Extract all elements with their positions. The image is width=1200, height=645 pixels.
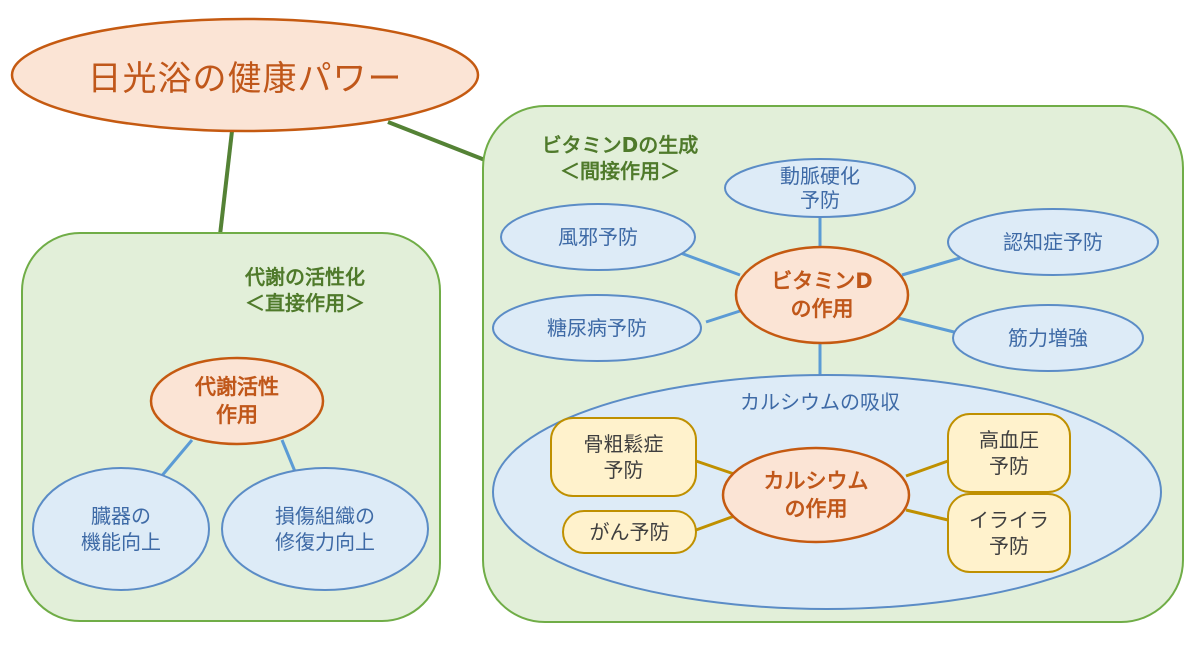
osteoporosis-box [550, 417, 697, 497]
connector-metabolic-repair [280, 439, 298, 475]
connector-title-left [218, 130, 234, 236]
connector-vitd-muscle [897, 316, 959, 335]
tissue-repair-ellipse [221, 467, 429, 591]
cancer-box [562, 510, 697, 554]
cold-prevention-ellipse [500, 203, 696, 271]
title-ellipse [10, 17, 480, 133]
irritation-box [947, 493, 1071, 573]
arteriosclerosis-ellipse [724, 158, 916, 218]
connector-metabolic-organ [158, 439, 194, 479]
connector-vitd-cold [677, 250, 741, 277]
connector-title-right [387, 120, 491, 164]
hypertension-box [947, 413, 1071, 493]
vitd-hub-ellipse [734, 245, 910, 345]
organ-function-ellipse [32, 467, 210, 591]
muscle-strength-ellipse [952, 304, 1144, 372]
diabetes-prevention-ellipse [492, 294, 702, 362]
connector-calcium-hypertension [905, 459, 949, 478]
dementia-prevention-ellipse [947, 208, 1159, 276]
metabolic-hub-ellipse [149, 356, 325, 446]
connector-vitd-diabetes [705, 309, 741, 324]
connector-vitd-dementia [901, 256, 961, 277]
connector-calcium-irritation [905, 508, 949, 522]
calcium-hub-ellipse [721, 446, 911, 544]
